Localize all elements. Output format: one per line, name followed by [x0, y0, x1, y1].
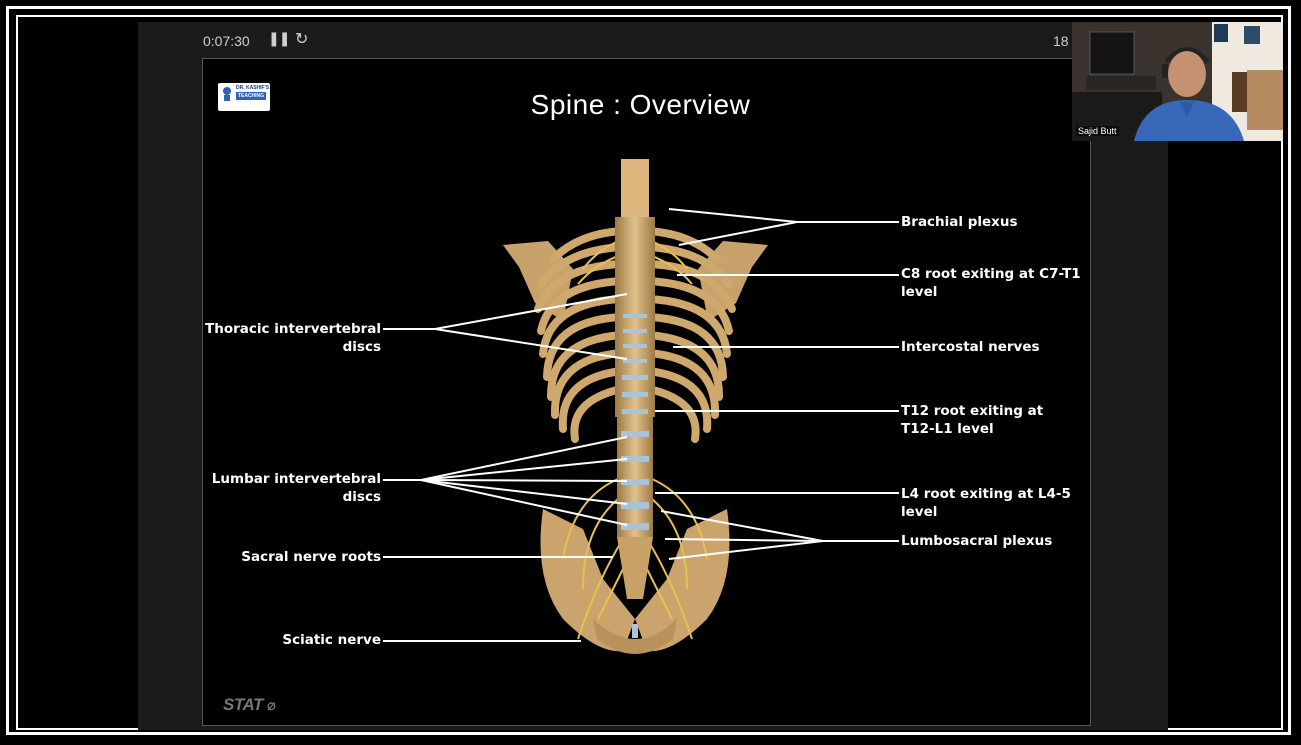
elapsed-time: 0:07:30 — [203, 33, 250, 49]
label-brachial-plexus: Brachial plexus — [901, 213, 1081, 231]
participant-name: Sajid Butt — [1076, 126, 1119, 136]
label-sacral-nerve-roots: Sacral nerve roots — [201, 548, 381, 566]
label-t12-root: T12 root exiting at T12-L1 level — [901, 402, 1081, 438]
label-l4-root: L4 root exiting at L4-5 level — [901, 485, 1081, 521]
participant-video-feed — [1072, 22, 1283, 141]
label-c8-root: C8 root exiting at C7-T1 level — [901, 265, 1081, 301]
label-sciatic-nerve: Sciatic nerve — [201, 631, 381, 649]
label-lumbar-discs: Lumbar intervertebral discs — [201, 470, 381, 506]
participant-video-tile[interactable]: Sajid Butt — [1072, 22, 1283, 141]
slide: DR. KASHIF'S TEACHING Spine : Overview — [202, 58, 1091, 726]
stat-watermark: STAT⌀ — [223, 695, 275, 715]
paperclip-icon: ⌀ — [267, 697, 276, 714]
label-intercostal-nerves: Intercostal nerves — [901, 338, 1081, 356]
pause-icon[interactable]: ❚❚ — [268, 30, 289, 47]
refresh-icon[interactable]: ↻ — [295, 29, 308, 49]
label-thoracic-discs: Thoracic intervertebral discs — [201, 320, 381, 356]
spine-anatomy-illustration — [203, 59, 1092, 727]
label-lumbosacral-plexus: Lumbosacral plexus — [901, 532, 1081, 550]
slide-page-number: 18 — [1053, 33, 1069, 49]
player-controls-bar: 0:07:30 ❚❚ ↻ 18 — [138, 22, 1168, 58]
